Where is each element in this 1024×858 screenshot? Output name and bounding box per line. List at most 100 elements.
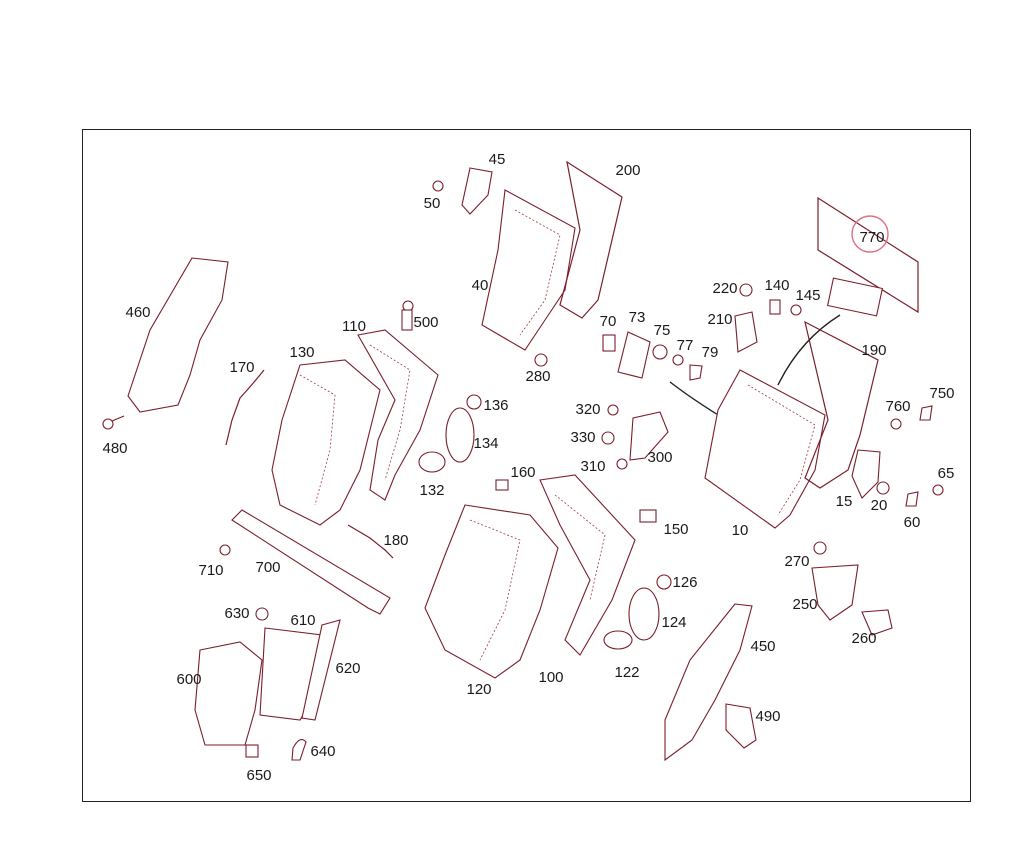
part-260-bushing [861,609,893,636]
part-label-170: 170 [229,359,254,376]
part-450-side-trim [664,603,753,762]
part-770-switch-unit [826,277,884,317]
part-50-bolt [432,180,444,192]
part-label-220: 220 [712,280,737,297]
part-label-145: 145 [795,287,820,304]
part-label-45: 45 [489,151,506,168]
part-710-clip [219,544,231,556]
part-460-side-trim [127,257,229,413]
part-label-136: 136 [483,397,508,414]
part-320-bolt [607,404,619,416]
part-label-134: 134 [473,435,498,452]
part-label-640: 640 [310,743,335,760]
part-label-710: 710 [198,562,223,579]
part-126-cap [656,574,672,590]
part-label-460: 460 [125,304,150,321]
part-145-screw [790,304,802,316]
part-label-480: 480 [102,440,127,457]
part-132-ring [418,451,446,473]
part-310-nut [616,458,628,470]
part-label-70: 70 [600,313,617,330]
part-label-110: 110 [342,318,366,335]
part-label-180: 180 [383,532,408,549]
part-20-bolt [876,481,890,495]
part-134-disc [445,407,475,463]
part-124-disc [628,587,660,641]
part-140-clip [769,299,781,315]
part-label-79: 79 [702,344,719,361]
part-label-20: 20 [871,497,888,514]
part-77-screw [672,354,684,366]
part-250-bracket [811,564,859,621]
part-label-210: 210 [707,311,732,328]
part-500-bolt [401,300,414,331]
part-label-200: 200 [615,162,640,179]
part-210-bracket [734,311,758,353]
part-65-bolt [932,484,944,496]
part-160-clip [495,479,509,491]
part-label-124: 124 [661,614,686,631]
part-150-clip [639,509,657,523]
part-770-callout-box [817,196,919,314]
part-620-rail [301,619,341,721]
part-280-plug [534,353,548,367]
part-label-150: 150 [663,521,688,538]
part-label-760: 760 [885,398,910,415]
part-label-10: 10 [732,522,749,539]
part-label-700: 700 [255,559,280,576]
part-label-130: 130 [289,344,314,361]
part-label-280: 280 [525,368,550,385]
part-label-190: 190 [861,342,886,359]
part-630-screw [255,607,269,621]
part-220-screw [739,283,753,297]
part-75-button [652,344,668,360]
part-700-bar [231,509,391,615]
part-label-65: 65 [938,465,955,482]
part-640-clip [291,739,307,761]
part-180-rod [347,524,394,559]
part-label-140: 140 [764,277,789,294]
part-label-126: 126 [672,574,697,591]
part-45-hinge [461,167,493,215]
part-190-wire [804,320,879,489]
part-170-rod [225,369,265,446]
part-300-bracket [629,411,669,461]
part-100-seat-frame [539,474,636,656]
part-label-770: 770 [859,229,884,246]
part-760-bolt [890,418,902,430]
part-490-handle [725,703,757,749]
part-label-750: 750 [929,385,954,402]
part-200-wire-frame [559,160,623,319]
part-79-clip [689,364,703,381]
part-480-screw [102,415,125,430]
part-label-73: 73 [629,309,646,326]
part-270-bolt [813,541,827,555]
part-label-300: 300 [647,449,672,466]
part-label-600: 600 [176,671,201,688]
part-label-490: 490 [755,708,780,725]
part-130-backrest-cushion [271,359,381,526]
part-label-330: 330 [570,429,595,446]
part-15-hinge [851,449,881,499]
part-label-77: 77 [677,337,694,354]
part-110-backrest-frame [357,329,439,501]
part-label-250: 250 [792,596,817,613]
part-label-620: 620 [335,660,360,677]
part-label-122: 122 [614,664,639,681]
part-label-610: 610 [290,612,315,629]
part-70-switch [602,334,616,352]
part-label-100: 100 [538,669,563,686]
part-600-armrest [194,641,263,746]
part-136-cap [466,394,482,410]
part-label-500: 500 [413,314,438,331]
part-label-50: 50 [424,195,441,212]
part-73-bracket [617,331,651,379]
part-label-270: 270 [784,553,809,570]
part-label-40: 40 [472,277,489,294]
part-label-310: 310 [580,458,605,475]
part-label-260: 260 [851,630,876,647]
part-330-nut [601,431,615,445]
highlight-circle-770 [851,215,889,253]
